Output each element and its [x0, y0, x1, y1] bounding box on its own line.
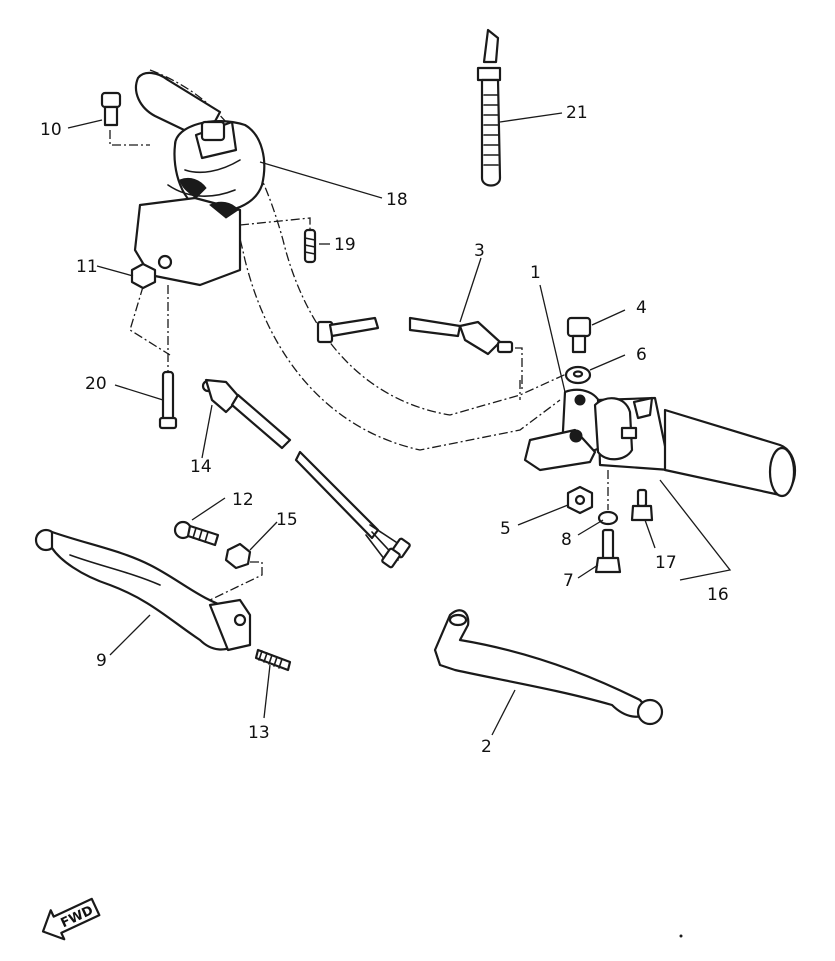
callout-2: 2	[481, 737, 492, 757]
callout-21: 21	[566, 103, 588, 123]
lever-9	[34, 528, 252, 652]
washer-6	[564, 365, 592, 385]
nut-5	[566, 485, 594, 515]
callouts: 1 2 3 4 5 6 7 8 9 10 11 12 13 14 15 16 1…	[40, 103, 729, 757]
callout-8: 8	[561, 530, 572, 550]
bolt-12	[173, 520, 220, 547]
callout-1: 1	[530, 263, 541, 283]
right-grip	[663, 408, 796, 498]
callout-5: 5	[500, 519, 511, 539]
washer-8	[597, 470, 619, 526]
callout-19: 19	[334, 235, 356, 255]
callout-10: 10	[40, 120, 62, 140]
callout-17: 17	[655, 553, 677, 573]
bolt-4	[566, 316, 592, 354]
callout-14: 14	[190, 457, 212, 477]
screw-20	[158, 285, 178, 430]
bolt-7	[594, 528, 622, 574]
callout-13: 13	[248, 723, 270, 743]
leaders	[67, 112, 732, 736]
stray-dot	[679, 934, 683, 938]
handlebar	[139, 69, 576, 451]
cable-tie-21	[476, 28, 502, 187]
screw-19	[239, 217, 317, 264]
callout-11: 11	[76, 257, 98, 277]
nut-11	[130, 262, 157, 290]
brake-switch-14	[201, 378, 411, 569]
callout-6: 6	[636, 345, 647, 365]
nut-15	[209, 542, 263, 601]
callout-3: 3	[474, 241, 485, 261]
bolt-10	[100, 91, 150, 146]
spring-13	[254, 648, 292, 672]
callout-20: 20	[85, 374, 107, 394]
callout-15: 15	[276, 510, 298, 530]
right-switch-16	[593, 396, 672, 472]
lever-2	[433, 609, 664, 726]
lever-holder-1	[523, 388, 604, 472]
callout-18: 18	[386, 190, 408, 210]
screw-17	[630, 488, 654, 522]
callout-9: 9	[96, 651, 107, 671]
callout-7: 7	[563, 571, 574, 591]
fwd-arrow-icon: FWD	[41, 897, 101, 941]
callout-4: 4	[636, 298, 647, 318]
callout-12: 12	[232, 490, 254, 510]
left-switch-assembly	[133, 120, 266, 287]
callout-16: 16	[707, 585, 729, 605]
wire-lead-3	[316, 316, 523, 390]
